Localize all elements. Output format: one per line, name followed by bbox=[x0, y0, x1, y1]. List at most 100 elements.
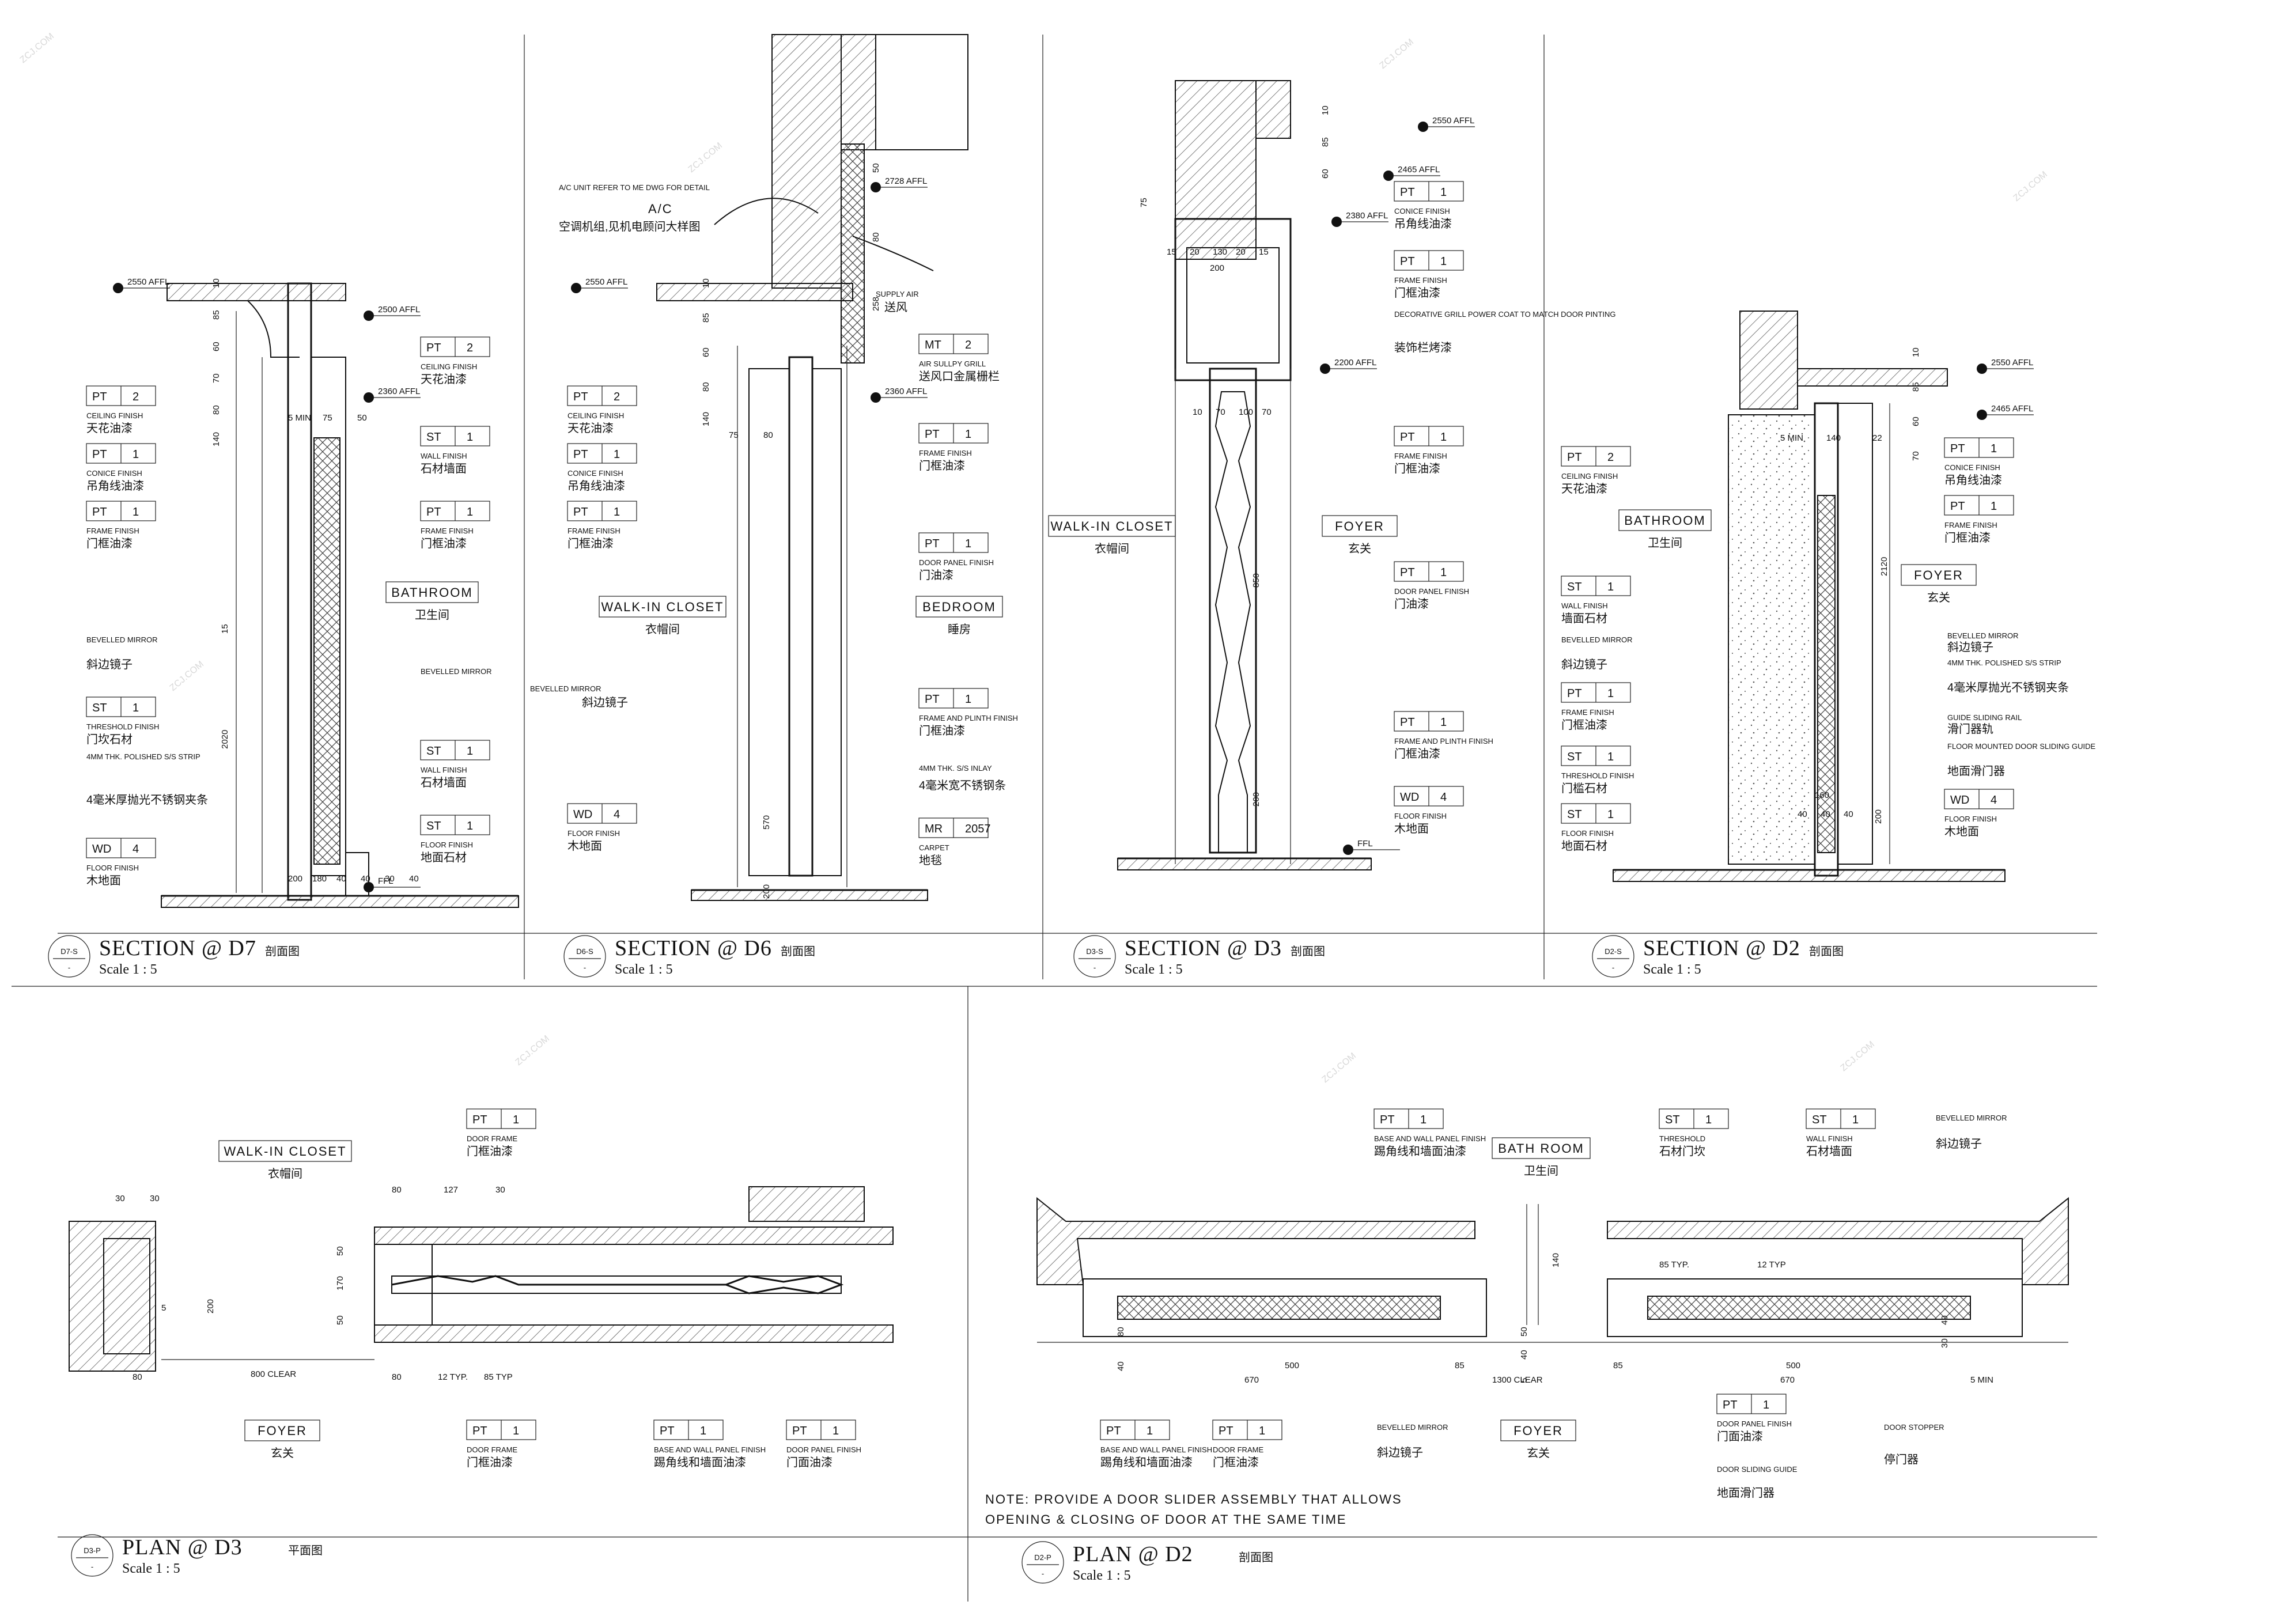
sec-d7-h2-dim: 40 bbox=[409, 874, 419, 884]
sec-d7-tag6-code: ST bbox=[92, 702, 107, 714]
sec-d6-v-dim: 80 bbox=[701, 382, 711, 392]
sec-d7-tag8-cn: 地面石材 bbox=[421, 851, 467, 864]
sec-d6-tag3-code: MT bbox=[925, 339, 941, 351]
sec-d3-lvl2-text: 2380 AFFL bbox=[1346, 211, 1388, 221]
plan-d3-room1-en: FOYER bbox=[258, 1424, 307, 1438]
plan-d2-v2-dim: 80 bbox=[1116, 1327, 1126, 1337]
plan-d3-badge bbox=[71, 1534, 113, 1577]
plan-d2-room1-cn: 玄关 bbox=[1527, 1447, 1550, 1460]
plan-d3-tag2-note: BASE AND WALL PANEL FINISH bbox=[654, 1445, 766, 1454]
sec-d3-tag4-num: 1 bbox=[1440, 716, 1447, 729]
plan-d2-h8-dim: 670 bbox=[1780, 1375, 1795, 1385]
sec-d7-tag4-code: ST bbox=[426, 431, 441, 444]
sec-d6-note1: 空调机组,见机电顾问大样图 bbox=[559, 220, 701, 233]
sec-d2-room0-cn: 卫生间 bbox=[1648, 536, 1682, 550]
plan-d2-h6-dim: 85 bbox=[1613, 1361, 1623, 1371]
svg-text:ZCJ.COM: ZCJ.COM bbox=[2012, 169, 2049, 203]
plan-d2-title: PLAN @ D2 bbox=[1073, 1542, 1193, 1566]
sec-d3-h-dim: 20 bbox=[1190, 247, 1200, 257]
plan-d2-h4-dim: 85 bbox=[1455, 1361, 1465, 1371]
plan-d3-h3-dim: 5 bbox=[161, 1303, 166, 1313]
sec-d6-tag0-note: CEILING FINISH bbox=[567, 411, 624, 420]
sec-d7-tag2-cn: 门框油漆 bbox=[86, 537, 133, 550]
sec-d6-h-dim: 75 bbox=[729, 430, 739, 440]
sec-d6-v3-dim: 200 bbox=[762, 884, 771, 899]
sec-d2-v-dim: 85 bbox=[1911, 382, 1921, 392]
sec-d6-v-dim: 60 bbox=[701, 347, 711, 357]
sec-d2-tag7-note: FLOOR FINISH bbox=[1944, 815, 1997, 823]
plan-d3-tag1-code: PT bbox=[472, 1425, 487, 1437]
sec-d7-lvl1-text: 2500 AFFL bbox=[378, 305, 420, 315]
plan-d2-v3-dim: 50 bbox=[1519, 1327, 1529, 1337]
sec-d6-v-dim: 85 bbox=[701, 313, 711, 323]
sec-d6-room0-en: WALK-IN CLOSET bbox=[601, 600, 724, 614]
section-d7 bbox=[161, 282, 519, 908]
sec-d6-scale: Scale 1 : 5 bbox=[615, 962, 673, 977]
sec-d6-badge-sheet: - bbox=[584, 963, 586, 972]
sec-d7-tag1-note: CONICE FINISH bbox=[86, 469, 142, 478]
plan-d3-h6-dim: 80 bbox=[392, 1372, 402, 1382]
sec-d6-note7: 4MM THK. S/S INLAY bbox=[919, 764, 992, 773]
sec-d7-room0-box bbox=[385, 581, 479, 603]
sec-d2-badge-sheet: - bbox=[1612, 963, 1614, 972]
sec-d2-scale: Scale 1 : 5 bbox=[1643, 962, 1701, 977]
sec-d2-note0: BEVELLED MIRROR bbox=[1561, 635, 1633, 644]
sec-d7-tag5-note: FRAME FINISH bbox=[421, 527, 474, 535]
sec-d2-lvl0-marker bbox=[1977, 364, 1987, 374]
sec-d2-tag5-note: THRESHOLD FINISH bbox=[1561, 771, 1634, 780]
sec-d7-tag6-note: THRESHOLD FINISH bbox=[86, 722, 159, 731]
sec-d7-tag9-num: 4 bbox=[133, 843, 139, 855]
sec-d7-note3: 4MM THK. POLISHED S/S STRIP bbox=[86, 752, 200, 761]
sec-d2-tag7-num: 4 bbox=[1991, 794, 1997, 807]
sec-d2-note6: GUIDE SLIDING RAIL bbox=[1947, 713, 2022, 722]
plan-d2-tag2-num: 1 bbox=[1852, 1114, 1859, 1126]
sec-d3-room0-en: WALK-IN CLOSET bbox=[1051, 519, 1174, 533]
sec-d6-v3-dim: 570 bbox=[762, 815, 771, 830]
sec-d3-title: SECTION @ D3 bbox=[1125, 936, 1282, 960]
sec-d6-tag5-num: 1 bbox=[965, 537, 971, 550]
plan-d2-tag5-cn: 门面油漆 bbox=[1717, 1430, 1763, 1443]
sec-d3-v-dim: 85 bbox=[1320, 137, 1330, 147]
svg-text:ZCJ.COM: ZCJ.COM bbox=[1378, 37, 1416, 71]
sec-d2-note7: 滑门器轨 bbox=[1947, 722, 1993, 736]
sec-d7-note2: BEVELLED MIRROR bbox=[421, 667, 492, 676]
sec-d6-tag2-note: FRAME FINISH bbox=[567, 527, 620, 535]
plan-d2-v4-dim: 30 bbox=[1940, 1338, 1950, 1348]
sec-d3-lvl2-marker bbox=[1331, 217, 1342, 227]
sec-d7-v-dim: 10 bbox=[211, 278, 221, 288]
sec-d3-tag5-cn: 木地面 bbox=[1394, 822, 1429, 835]
plan-d2-h9-dim: 5 MIN bbox=[1970, 1375, 1993, 1385]
plan-d2-note2: BEVELLED MIRROR bbox=[1377, 1423, 1448, 1432]
sec-d2-tag6-cn: 地面石材 bbox=[1561, 839, 1607, 853]
sec-d3-h-dim: 130 bbox=[1213, 247, 1227, 257]
sec-d7-h2-dim: 40 bbox=[361, 874, 370, 884]
sec-d7-tag2-note: FRAME FINISH bbox=[86, 527, 139, 535]
sec-d2-tag0-code: PT bbox=[1567, 451, 1582, 464]
sec-d7-tag3-cn: 天花油漆 bbox=[421, 373, 467, 386]
sec-d2-tag7-code: WD bbox=[1950, 794, 1969, 807]
sec-d3-tag3-code: PT bbox=[1400, 566, 1415, 579]
sec-d7-tag0-note: CEILING FINISH bbox=[86, 411, 143, 420]
sec-d6-cn-title: 剖面图 bbox=[781, 945, 815, 958]
plan-d2-note4: DOOR SLIDING GUIDE bbox=[1717, 1465, 1798, 1474]
plan-d2-tag4-note: DOOR FRAME bbox=[1213, 1445, 1263, 1454]
sec-d7-tag7-code: ST bbox=[426, 745, 441, 758]
plan-d2-h3-dim: 670 bbox=[1244, 1375, 1259, 1385]
plan-d3-tag3-cn: 门面油漆 bbox=[786, 1456, 833, 1469]
sec-d3-tag0-cn: 吊角线油漆 bbox=[1394, 217, 1452, 230]
sec-d6-lvl2-text: 2360 AFFL bbox=[885, 387, 927, 396]
sec-d3-lvl0-marker bbox=[1418, 122, 1428, 132]
plan-d2-cn-title: 剖面图 bbox=[1239, 1551, 1273, 1564]
sec-d6-tag3-num: 2 bbox=[965, 339, 971, 351]
sec-d2-tag2-note: FRAME FINISH bbox=[1944, 521, 1997, 529]
sec-d6-v-dim: 140 bbox=[701, 412, 711, 426]
plan-d3-h-dim: 30 bbox=[150, 1194, 160, 1203]
sec-d3-room0-cn: 衣帽间 bbox=[1095, 542, 1129, 555]
plan-d2-room1-en: FOYER bbox=[1513, 1424, 1563, 1438]
sec-d6-note2: A/C bbox=[648, 202, 673, 216]
sec-d7-lvl2-marker bbox=[364, 392, 374, 403]
sec-d3-room0-box bbox=[1048, 515, 1176, 537]
sec-d3-h-dim: 15 bbox=[1167, 247, 1176, 257]
sec-d7-tag0-cn: 天花油漆 bbox=[86, 422, 133, 435]
